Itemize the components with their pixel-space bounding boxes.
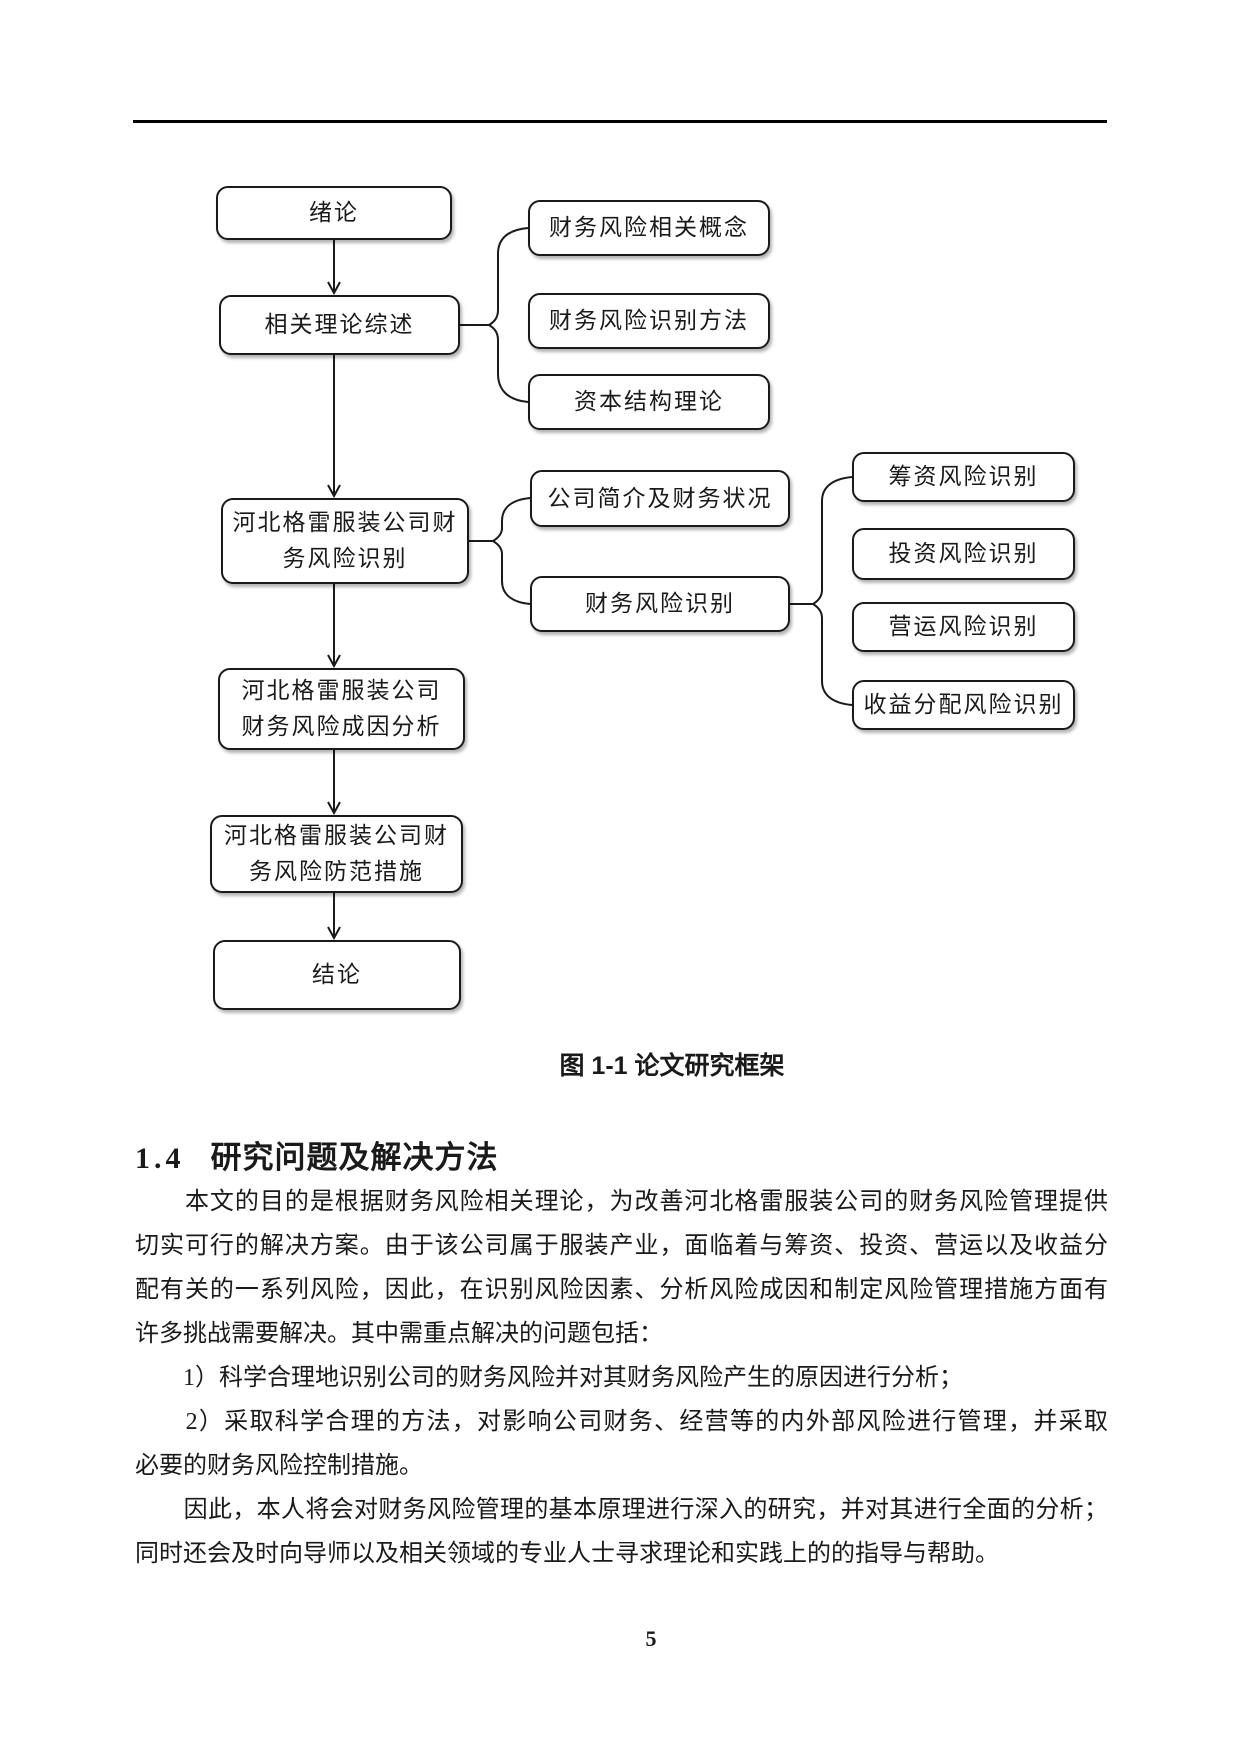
node-company-profile: 公司简介及财务状况 (530, 470, 790, 527)
node-label: 投资风险识别 (888, 541, 1039, 566)
flowchart-connectors (327, 227, 853, 941)
node-label: 营运风险识别 (888, 614, 1039, 639)
arrow-identification-to-cause (327, 584, 341, 669)
figure-caption: 图 1-1 论文研究框架 (559, 1052, 785, 1080)
arrow-theory-to-identification (327, 355, 341, 499)
node-label: 河北格雷服装公司 (241, 678, 442, 703)
node-label: 河北格雷服装公司财 (232, 510, 458, 535)
body-text-line: 配有关的一系列风险，因此，在识别风险因素、分析风险成因和制定风险管理措施方面有 (135, 1277, 1108, 1303)
arrow-prevention-to-conclusion (327, 893, 341, 941)
brace-company-risk (469, 497, 531, 605)
arrow-intro-to-theory (327, 240, 341, 296)
node-financial-risk-identification: 财务风险识别 (530, 576, 790, 632)
body-text-line: 本文的目的是根据财务风险相关理论，为改善河北格雷服装公司的财务风险管理提供 (135, 1189, 1108, 1215)
body-text-line: 同时还会及时向导师以及相关领域的专业人士寻求理论和实践上的的指导与帮助。 (135, 1541, 999, 1567)
node-introduction: 绪论 (216, 186, 452, 240)
body-text: 本文的目的是根据财务风险相关理论，为改善河北格雷服装公司的财务风险管理提供切实可… (135, 1180, 1108, 1576)
node-capital-structure: 资本结构理论 (528, 374, 770, 430)
node-label: 河北格雷服装公司财 (224, 823, 449, 848)
node-label: 财务风险识别方法 (549, 308, 749, 333)
node-operation-risk: 营运风险识别 (852, 602, 1075, 652)
node-risk-concepts: 财务风险相关概念 (528, 200, 770, 256)
section-heading: 1.4 研究问题及解决方法 (135, 1132, 499, 1177)
body-text-line: 因此，本人将会对财务风险管理的基本原理进行深入的研究，并对其进行全面的分析； (135, 1497, 1108, 1523)
body-text-line: 2）采取科学合理的方法，对影响公司财务、经营等的内外部风险进行管理，并采取 (135, 1409, 1108, 1435)
node-label: 相关理论综述 (264, 312, 415, 337)
section-title: 研究问题及解决方法 (210, 1140, 499, 1175)
node-company-risk-identification: 河北格雷服装公司财 务风险识别 (221, 498, 469, 584)
node-label: 财务风险相关概念 (549, 215, 749, 240)
arrow-cause-to-prevention (327, 750, 341, 816)
body-text-line: 1）科学合理地识别公司的财务风险并对其财务风险产生的原因进行分析； (135, 1365, 963, 1391)
node-label: 结论 (312, 962, 362, 987)
node-label: 绪论 (309, 200, 359, 225)
node-investment-risk: 投资风险识别 (852, 528, 1075, 580)
node-cause-analysis: 河北格雷服装公司 财务风险成因分析 (218, 668, 465, 750)
node-income-distribution-risk: 收益分配风险识别 (852, 680, 1075, 730)
node-conclusion: 结论 (213, 940, 461, 1010)
node-label: 财务风险识别 (585, 591, 735, 616)
node-label: 公司简介及财务状况 (547, 485, 773, 511)
body-text-line: 必要的财务风险控制措施。 (135, 1453, 423, 1479)
node-label: 收益分配风险识别 (863, 692, 1064, 717)
node-label: 筹资风险识别 (888, 464, 1039, 489)
node-prevention-measures: 河北格雷服装公司财 务风险防范措施 (210, 815, 463, 893)
node-theory-review: 相关理论综述 (219, 295, 460, 355)
node-label: 务风险防范措施 (249, 859, 424, 884)
node-label: 务风险识别 (282, 546, 408, 571)
section-number: 1.4 (135, 1142, 185, 1175)
body-text-line: 切实可行的解决方案。由于该公司属于服装产业，面临着与筹资、投资、营运以及收益分 (135, 1233, 1108, 1259)
node-financing-risk: 筹资风险识别 (852, 452, 1075, 502)
brace-theory-review (460, 227, 529, 403)
node-label: 财务风险成因分析 (241, 714, 442, 739)
node-label: 资本结构理论 (574, 389, 724, 414)
brace-risk-types (790, 476, 853, 706)
body-text-line: 许多挑战需要解决。其中需重点解决的问题包括： (135, 1321, 663, 1347)
node-risk-identification-methods: 财务风险识别方法 (528, 293, 770, 349)
header-rule (133, 120, 1107, 123)
page-number: 5 (645, 1626, 657, 1651)
